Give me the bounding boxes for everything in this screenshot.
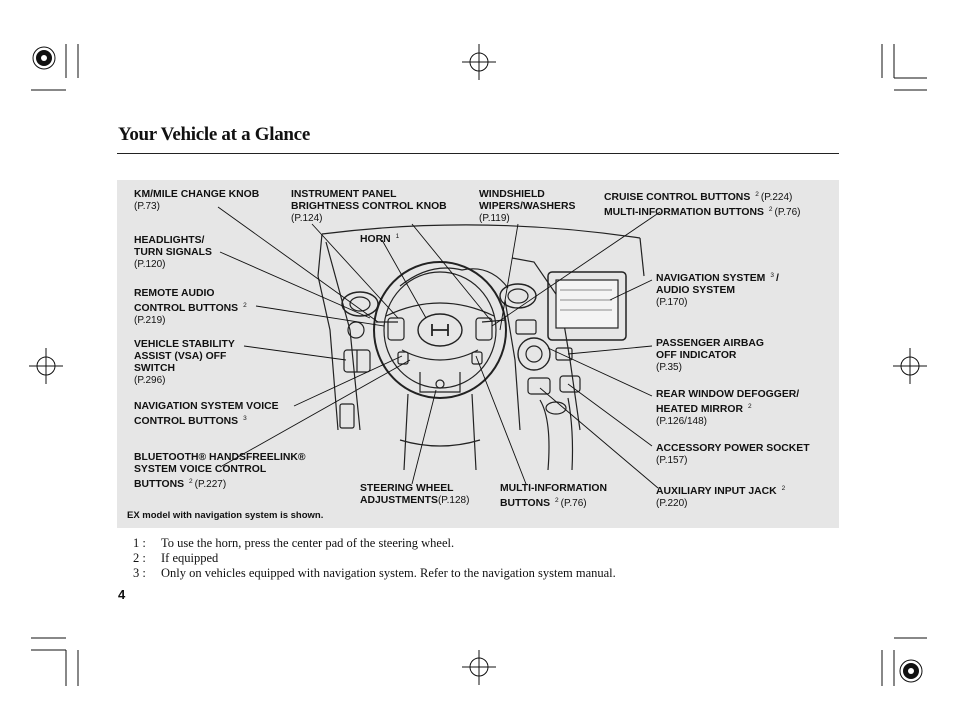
callout-text: OFF INDICATOR — [656, 350, 737, 361]
callout-page-ref: (P.119) — [479, 213, 510, 224]
callout-text: PASSENGER AIRBAG — [656, 338, 764, 349]
footnote-ref: 1 — [395, 233, 400, 240]
callout-text: BUTTONS — [134, 479, 185, 490]
callout-text: ADJUSTMENTS — [360, 495, 438, 506]
callout-text: INSTRUMENT PANEL — [291, 189, 397, 200]
callout-navigation-audio: NAVIGATION SYSTEM 3/ AUDIO SYSTEM (P.170) — [656, 270, 779, 309]
callout-text: AUXILIARY INPUT JACK — [656, 486, 777, 497]
footnote-ref: 2 — [189, 478, 193, 485]
footnote-ref: 3 — [770, 272, 774, 279]
callout-horn: HORN 1 — [360, 231, 401, 246]
callout-page-ref: (P.224) — [760, 192, 793, 203]
callout-page-ref: (P.120) — [134, 259, 166, 270]
callout-page-ref: (P.220) — [656, 498, 688, 509]
callout-text: NAVIGATION SYSTEM VOICE — [134, 401, 279, 412]
dashboard-diagram-panel — [117, 180, 839, 528]
callout-page-ref: (P.76) — [774, 207, 801, 218]
callout-page-ref: (P.128) — [437, 495, 470, 506]
callout-text: MULTI-INFORMATION BUTTONS — [604, 207, 764, 218]
callout-page-ref: (P.76) — [560, 498, 587, 509]
callout-text: BRIGHTNESS CONTROL KNOB — [291, 201, 447, 212]
title-divider — [117, 153, 839, 154]
callout-page-ref: (P.227) — [194, 479, 227, 490]
callout-passenger-airbag: PASSENGER AIRBAG OFF INDICATOR (P.35) — [656, 338, 764, 374]
callout-rear-defogger: REAR WINDOW DEFOGGER/ HEATED MIRROR 2 (P.… — [656, 389, 799, 428]
callout-page-ref: (P.170) — [656, 297, 688, 308]
footnote-mark: 2 : — [133, 551, 146, 565]
callout-text: SWITCH — [134, 363, 175, 374]
callout-text: SYSTEM VOICE CONTROL — [134, 464, 267, 475]
callout-text: / — [775, 273, 779, 284]
callout-text: KM/MILE CHANGE KNOB — [134, 189, 260, 200]
footnote-mark: 1 : — [133, 536, 146, 550]
callout-page-ref: (P.126/148) — [656, 416, 707, 427]
callout-page-ref: (P.35) — [656, 362, 682, 373]
footnote-ref: 3 — [243, 415, 247, 422]
footnote-item: 3 : Only on vehicles equipped with navig… — [133, 566, 616, 581]
callout-text: REAR WINDOW DEFOGGER/ — [656, 389, 800, 400]
callout-auxiliary-input-jack: AUXILIARY INPUT JACK 2 (P.220) — [656, 483, 787, 510]
callout-text: CONTROL BUTTONS — [134, 303, 239, 314]
footnote-text: To use the horn, press the center pad of… — [161, 536, 455, 550]
callout-page-ref: (P.296) — [134, 375, 166, 386]
footnote-ref: 2 — [755, 191, 759, 198]
callout-multi-info-bottom: MULTI-INFORMATION BUTTONS 2(P.76) — [500, 483, 607, 510]
callout-multi-info-top: MULTI-INFORMATION BUTTONS 2(P.76) — [604, 204, 800, 219]
callout-text: MULTI-INFORMATION — [500, 483, 607, 494]
callout-bluetooth-handsfreelink: BLUETOOTH® HANDSFREELINK® SYSTEM VOICE C… — [134, 452, 306, 491]
footnote-ref: 2 — [747, 403, 752, 410]
callout-text: WIPERS/WASHERS — [479, 201, 576, 212]
callout-page-ref: (P.157) — [656, 455, 688, 466]
callout-text: HORN — [360, 234, 391, 245]
footnote-text: Only on vehicles equipped with navigatio… — [161, 566, 616, 580]
callout-nav-voice-buttons: NAVIGATION SYSTEM VOICE CONTROL BUTTONS 3 — [134, 401, 279, 428]
callout-text: STEERING WHEEL — [360, 483, 454, 494]
callout-page-ref: (P.124) — [291, 213, 323, 224]
footnote-ref: 2 — [768, 206, 773, 213]
callout-text: NAVIGATION SYSTEM — [656, 273, 766, 284]
callout-text: TURN SIGNALS — [134, 247, 212, 258]
callout-windshield-wipers: WINDSHIELD WIPERS/WASHERS (P.119) — [479, 189, 575, 225]
callout-text: WINDSHIELD — [479, 189, 545, 200]
callout-cruise-control: CRUISE CONTROL BUTTONS 2(P.224) — [604, 189, 800, 204]
callout-steering-wheel-adjustments: STEERING WHEEL ADJUSTMENTS(P.128) — [360, 483, 469, 507]
callout-text: CONTROL BUTTONS — [134, 416, 239, 427]
callout-text: ACCESSORY POWER SOCKET — [656, 443, 810, 454]
diagram-caption: EX model with navigation system is shown… — [127, 510, 324, 521]
footnotes: 1 : To use the horn, press the center pa… — [133, 536, 616, 581]
footnote-ref: 2 — [555, 497, 559, 504]
callout-headlights-turn-signals: HEADLIGHTS/ TURN SIGNALS (P.120) — [134, 235, 212, 271]
callout-km-mile-change-knob: KM/MILE CHANGE KNOB (P.73) — [134, 189, 259, 213]
callout-text: REMOTE AUDIO — [134, 288, 215, 299]
callout-page-ref: (P.73) — [134, 201, 160, 212]
callout-vsa-off-switch: VEHICLE STABILITY ASSIST (VSA) OFF SWITC… — [134, 339, 235, 387]
callout-accessory-power-socket: ACCESSORY POWER SOCKET (P.157) — [656, 443, 810, 467]
footnote-ref: 2 — [243, 302, 247, 309]
footnote-text: If equipped — [161, 551, 219, 565]
page-title: Your Vehicle at a Glance — [118, 124, 310, 145]
callout-text: ASSIST (VSA) OFF — [134, 351, 227, 362]
callout-text: BUTTONS — [500, 498, 551, 509]
callout-text: BLUETOOTH® HANDSFREELINK® — [134, 452, 306, 463]
page-number: 4 — [118, 587, 126, 602]
callout-text: HEADLIGHTS/ — [134, 235, 205, 246]
footnote-item: 2 : If equipped — [133, 551, 616, 566]
callout-text: CRUISE CONTROL BUTTONS — [604, 192, 751, 203]
callout-text: AUDIO SYSTEM — [656, 285, 736, 296]
footnote-ref: 2 — [781, 485, 786, 492]
callout-text: VEHICLE STABILITY — [134, 339, 235, 350]
footnote-item: 1 : To use the horn, press the center pa… — [133, 536, 616, 551]
callout-page-ref: (P.219) — [134, 315, 166, 326]
callout-remote-audio-buttons: REMOTE AUDIO CONTROL BUTTONS 2 (P.219) — [134, 288, 249, 327]
callout-instrument-panel-brightness: INSTRUMENT PANEL BRIGHTNESS CONTROL KNOB… — [291, 189, 447, 225]
footnote-mark: 3 : — [133, 566, 146, 580]
callout-text: HEATED MIRROR — [656, 404, 743, 415]
